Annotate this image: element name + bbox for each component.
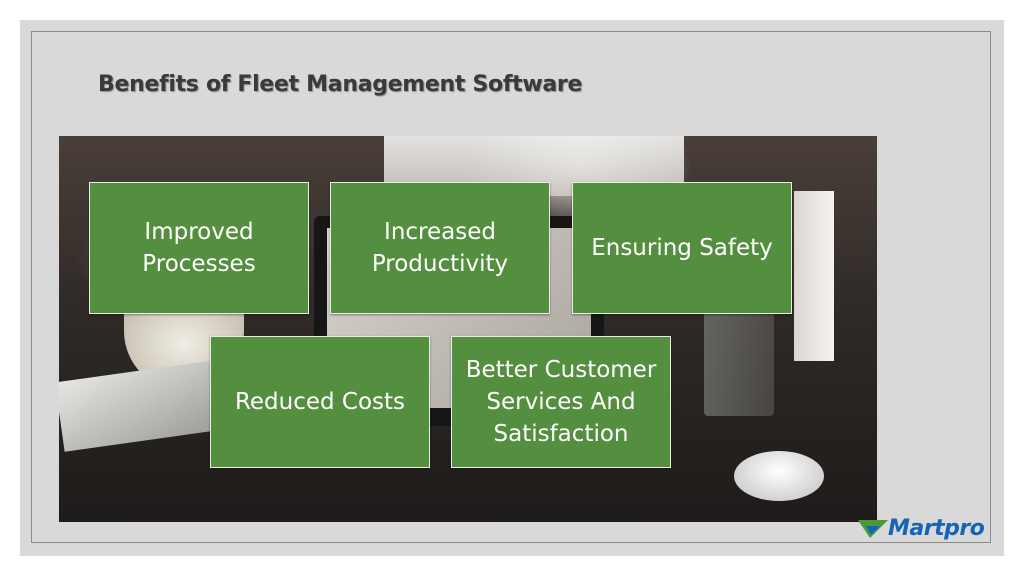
photo-speaker	[794, 191, 834, 361]
benefit-box-ensuring-safety[interactable]: Ensuring Safety	[572, 182, 792, 314]
slide: Benefits of Fleet Management Software Im…	[20, 20, 1004, 556]
benefit-box-better-customer-services[interactable]: Better Customer Services And Satisfactio…	[451, 336, 671, 468]
photo-newspaper	[59, 360, 224, 452]
benefit-box-improved-processes[interactable]: Improved Processes	[89, 182, 309, 314]
photo-glass	[704, 306, 774, 416]
benefit-box-reduced-costs[interactable]: Reduced Costs	[210, 336, 430, 468]
slide-title: Benefits of Fleet Management Software	[98, 72, 583, 97]
slide-frame	[31, 31, 991, 543]
benefit-box-increased-productivity[interactable]: Increased Productivity	[330, 182, 550, 314]
martpro-logo: Martpro	[858, 516, 985, 541]
checkmark-arrow-icon	[858, 519, 888, 538]
logo-text: Martpro	[888, 516, 985, 541]
photo-mouse	[734, 451, 824, 501]
